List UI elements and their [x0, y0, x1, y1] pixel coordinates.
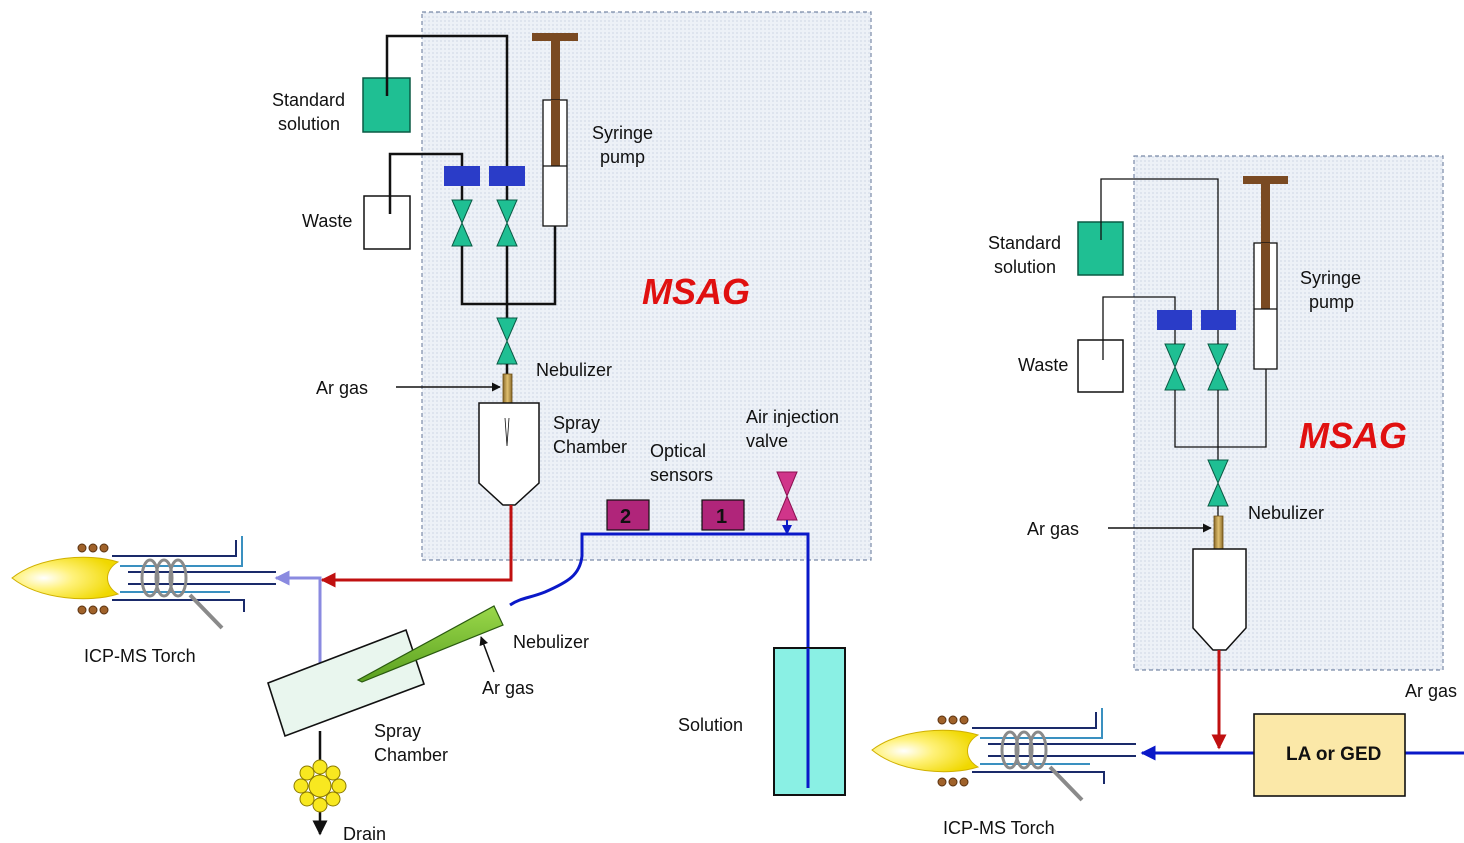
- left-waste-line: [388, 152, 464, 214]
- left-standard-solution-label: Standard: [272, 90, 345, 110]
- right-nebulizer-label: Nebulizer: [1248, 503, 1324, 523]
- right-waste-bottle: [1077, 339, 1124, 393]
- sensor-1-box: [701, 499, 745, 531]
- tilted-spray-chamber-label-2: Chamber: [374, 745, 448, 765]
- right-ar-gas-in-label: Ar gas: [1405, 681, 1457, 701]
- right-torch-coil-icon: [1000, 730, 1048, 770]
- right-standard-line: [1100, 178, 1219, 310]
- right-syringe-plunger-mid: [1261, 243, 1270, 309]
- right-standard-solution-label-2: solution: [994, 257, 1056, 277]
- right-torch-label: ICP-MS Torch: [943, 818, 1055, 838]
- right-msag-box: [1133, 155, 1444, 671]
- drain-label: Drain: [343, 824, 386, 843]
- right-sample-intro: Ar gas LA or GED: [871, 650, 1464, 838]
- right-ar-gas-label: Ar gas: [1027, 519, 1079, 539]
- right-torch-tubes: [972, 708, 1136, 802]
- right-valve-1-icon: [1164, 343, 1186, 391]
- left-red-output-line: [320, 505, 513, 588]
- left-sample-intro: Solution Nebulizer Ar gas Spray Chamber …: [11, 505, 846, 843]
- left-spray-chamber: [478, 402, 540, 506]
- left-torch-coil-icon: [140, 558, 188, 598]
- left-spray-chamber-label: Spray: [553, 413, 600, 433]
- left-valve-1-icon: [451, 199, 473, 247]
- left-waste-bottle: [363, 195, 411, 250]
- left-lavender-line: [274, 570, 322, 664]
- left-solution-line: [509, 532, 810, 788]
- left-torch-label: ICP-MS Torch: [84, 646, 196, 666]
- left-optical-sensors-label-2: sensors: [650, 465, 713, 485]
- left-air-injection-valve-icon: [776, 471, 798, 521]
- right-syringe-label-2: pump: [1309, 292, 1354, 312]
- left-main-valve-icon: [496, 317, 518, 365]
- right-main-valve-icon: [1207, 459, 1229, 507]
- left-torch-flame: [11, 556, 120, 600]
- tilted-nebulizer: [356, 605, 504, 683]
- right-msag-title: MSAG: [1299, 415, 1407, 456]
- la-ged-label: LA or GED: [1286, 744, 1381, 765]
- left-valve-2-icon: [496, 199, 518, 247]
- tilted-spray-chamber-label: Spray: [374, 721, 421, 741]
- left-air-injection-label: Air injection: [746, 407, 839, 427]
- right-syringe-label: Syringe: [1300, 268, 1361, 288]
- left-syringe-label-2: pump: [600, 147, 645, 167]
- left-valve-actuator-1: [444, 166, 480, 186]
- right-torch-coil-dots: [937, 715, 969, 787]
- left-standard-solution-label-2: solution: [278, 114, 340, 134]
- left-valve-actuator-2: [489, 166, 525, 186]
- right-msag-module: MSAG Standard solution Waste Syringe pum…: [988, 155, 1444, 671]
- right-valve-actuator-2: [1201, 310, 1236, 330]
- left-nebulizer-label: Nebulizer: [536, 360, 612, 380]
- right-icp-torch: [871, 708, 1136, 802]
- sensor-1-label: 1: [716, 506, 727, 528]
- right-waste-line: [1102, 296, 1176, 360]
- right-waste-label: Waste: [1018, 355, 1068, 375]
- right-torch-flame: [871, 729, 980, 773]
- la-ged-box: [1253, 713, 1406, 797]
- left-air-injection-label-2: valve: [746, 431, 788, 451]
- right-valve-2-icon: [1207, 343, 1229, 391]
- left-spray-cone: [504, 417, 510, 447]
- sensor-2-label: 2: [620, 506, 631, 528]
- left-syringe-plunger-top: [532, 33, 578, 41]
- right-standard-solution-label: Standard: [988, 233, 1061, 253]
- right-syringe-plunger-top: [1243, 176, 1288, 184]
- tilted-nebulizer-label: Nebulizer: [513, 632, 589, 652]
- drain-pump-icon: [293, 759, 347, 813]
- left-torch-coil-dots: [77, 543, 109, 615]
- left-standard-line: [385, 34, 509, 170]
- left-syringe-plunger-mid: [551, 100, 560, 166]
- left-optical-sensors-label: Optical: [650, 441, 706, 461]
- tilted-ar-gas-arrow: [479, 636, 495, 673]
- left-torch-tubes: [112, 536, 276, 630]
- left-spray-chamber-label-2: Chamber: [553, 437, 627, 457]
- tilted-spray-chamber: [267, 628, 426, 738]
- left-manifold-line: [460, 226, 557, 306]
- left-ar-gas-label: Ar gas: [316, 378, 368, 398]
- right-manifold-line: [1174, 369, 1267, 448]
- left-syringe-label: Syringe: [592, 123, 653, 143]
- right-valve-actuator-1: [1157, 310, 1192, 330]
- left-icp-torch: [11, 536, 276, 630]
- right-spray-chamber: [1192, 548, 1247, 651]
- solution-label: Solution: [678, 715, 743, 735]
- left-waste-label: Waste: [302, 211, 352, 231]
- left-msag-title: MSAG: [642, 271, 750, 312]
- sensor-2-box: [606, 499, 650, 531]
- left-msag-module: MSAG Standard solution Waste Syringe pum…: [272, 11, 872, 561]
- tilted-ar-gas-label: Ar gas: [482, 678, 534, 698]
